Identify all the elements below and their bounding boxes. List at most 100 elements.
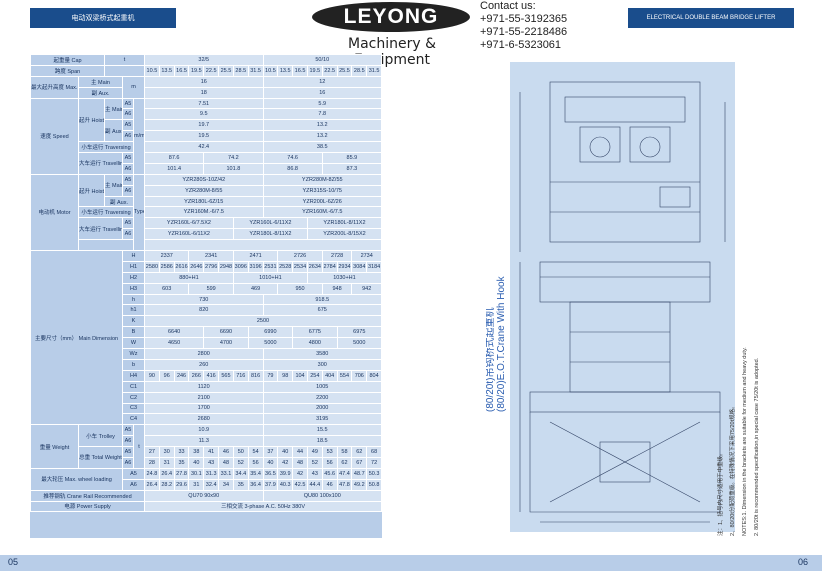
table-cell: 62	[351, 446, 368, 458]
table-cell: C4	[122, 413, 145, 426]
table-cell: A5	[122, 217, 134, 230]
table-cell: 1030+H1	[306, 271, 383, 284]
table-cell: 2471	[232, 250, 279, 262]
table-cell: A6	[122, 456, 134, 469]
table-cell: 13.5	[158, 64, 175, 77]
table-cell: 266	[188, 369, 205, 382]
table-cell: 50/10	[262, 54, 382, 66]
page-number-left: 05	[8, 557, 19, 567]
drawing-notes-svg: 注：1、括号内尺寸适用于中重级。 2、80/20t分配荷重级。在特殊情况下采用7…	[716, 347, 760, 536]
unit-cell: m	[122, 75, 145, 99]
table-cell: 2800	[144, 348, 264, 360]
unit-cell: t	[104, 54, 145, 66]
table-cell: 1700	[144, 402, 264, 415]
row-label: 最大起升高度 Max. Lifting Height	[30, 75, 79, 99]
header-left-title: 电动双梁桥式起重机	[30, 8, 176, 28]
table-cell: 6690	[203, 326, 249, 339]
row-label: 电源 Power Supply	[30, 500, 145, 513]
table-cell: 50	[232, 446, 249, 458]
table-cell: 101.8	[203, 162, 264, 175]
table-cell: 42	[292, 467, 308, 480]
table-cell: 2646	[188, 260, 205, 273]
table-cell: 总重 Total Weight	[78, 446, 123, 469]
table-cell: YZR160L-6/11X2	[232, 217, 308, 230]
table-cell: 2948	[218, 260, 234, 273]
unit-cell: m/min	[133, 97, 145, 175]
table-cell: 31.5	[247, 64, 264, 77]
table-cell: 42.4	[144, 141, 264, 154]
table-cell: 47.4	[336, 467, 353, 480]
table-cell: 28.5	[351, 64, 368, 77]
table-cell: 2580	[144, 260, 160, 273]
note-line: 2、80/20t分配荷重级。在特殊情况下采用75/20t规格。	[728, 403, 736, 536]
table-cell: 48	[218, 456, 234, 469]
table-cell: 2000	[262, 402, 382, 415]
table-cell: 101.4	[143, 162, 205, 175]
logo-brand: LEYONG	[312, 2, 470, 32]
table-cell: 43	[203, 456, 220, 469]
table-cell: 35.4	[247, 467, 264, 480]
table-cell: QU70 90x90	[144, 489, 264, 502]
table-cell: 起升 Hoisting	[78, 97, 105, 143]
drawing-title: (80/20t)吊钩桥式起重机 (80/20)E.O.T.Crane With …	[483, 180, 507, 420]
table-cell: 3096	[232, 260, 249, 273]
table-cell: 2616	[173, 260, 190, 273]
table-cell: 43	[306, 467, 323, 480]
table-cell: YZR180L-8/11X2	[306, 217, 383, 230]
table-cell: 816	[247, 369, 264, 382]
table-cell: 小车 Trolley	[78, 424, 123, 448]
table-cell: 4800	[292, 337, 338, 350]
table-cell: 34	[218, 478, 234, 491]
table-cell: 45.6	[321, 467, 338, 480]
table-cell: 53	[321, 446, 338, 458]
table-cell: 74.6	[262, 152, 323, 164]
table-cell: 32/5	[144, 54, 264, 66]
table-cell: C3	[122, 402, 145, 415]
table-cell: 30	[158, 446, 175, 458]
table-cell: 主 Main	[78, 75, 123, 88]
drawing-title-cn: (80/20t)吊钩桥式起重机	[486, 308, 496, 412]
table-cell: 49.2	[351, 478, 368, 491]
table-cell: H3	[122, 282, 145, 295]
table-cell: 67	[351, 456, 368, 469]
page-number-right: 06	[797, 557, 808, 567]
unit-cell: Type/kw	[133, 173, 145, 252]
table-cell: H4	[122, 369, 145, 382]
table-cell: 36.4	[247, 478, 264, 491]
table-cell: 副 Aux.	[104, 119, 123, 143]
table-cell: 小车运行 Traversing	[78, 141, 134, 154]
table-cell: 49	[306, 446, 323, 458]
table-cell: H1	[122, 260, 145, 273]
table-cell: C1	[122, 380, 145, 393]
table-cell: A5	[122, 97, 134, 110]
table-cell: 50.8	[366, 478, 382, 491]
crane-drawing	[510, 62, 735, 532]
table-cell: A6	[122, 435, 134, 448]
table-cell: YZR180L-6Z/15	[144, 195, 264, 208]
table-cell: 1005	[262, 380, 382, 393]
table-cell: 5000	[336, 337, 383, 350]
table-cell: 86.8	[262, 162, 323, 175]
table-cell: K	[122, 315, 145, 328]
table-cell: 1010+H1	[232, 271, 308, 284]
drawing-title-en: (80/20)E.O.T.Crane With Hook	[496, 275, 506, 412]
table-cell: 44	[292, 446, 308, 458]
table-cell: 3580	[262, 348, 382, 360]
row-label: 电动机 Motor	[30, 173, 79, 252]
table-cell: A6	[122, 228, 134, 241]
table-cell: 716	[232, 369, 249, 382]
row-label: 速度 Speed	[30, 97, 79, 175]
table-cell: A5	[122, 424, 134, 437]
table-cell: 35	[232, 478, 249, 491]
table-cell: 5000	[247, 337, 294, 350]
table-cell: 918.5	[262, 293, 382, 306]
table-cell: 起升 Hoisting	[78, 173, 105, 208]
table-cell: 28.5	[232, 64, 249, 77]
